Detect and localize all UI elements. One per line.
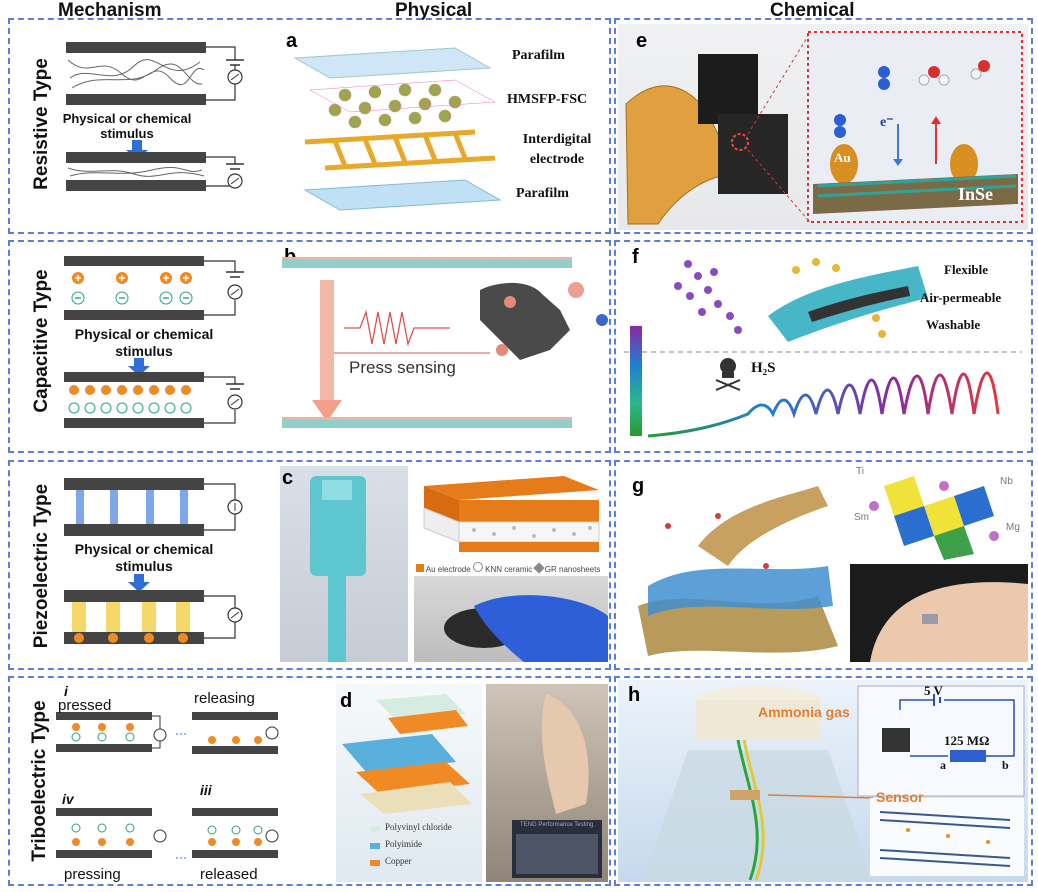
node-a-text: a bbox=[940, 758, 946, 772]
tribo-pressed-text: pressed bbox=[58, 697, 112, 714]
row-label-capacitive: Capacitive Type bbox=[31, 269, 52, 413]
piezoelectric-mechanism-diagram bbox=[64, 478, 243, 644]
element-pb-text: Pb bbox=[952, 548, 965, 559]
tribo-released-text: released bbox=[200, 866, 258, 883]
row1-left-frame bbox=[8, 18, 611, 234]
element-mg-text: Mg bbox=[1006, 522, 1020, 533]
layer-label-parafilm-top: Parafilm bbox=[512, 48, 565, 63]
sensor-text: Sensor bbox=[876, 789, 924, 805]
panel-d-label-front: d bbox=[340, 690, 353, 712]
legend-gr-nanosheets: GR nanosheets bbox=[544, 565, 601, 574]
feature-air-permeable-text: Air-permeable bbox=[920, 290, 1002, 305]
node-b-text: b bbox=[1002, 758, 1009, 772]
legend-swatch-gr bbox=[532, 562, 545, 574]
panel-e-au-text: Au bbox=[834, 150, 851, 165]
row2-left-frame bbox=[8, 240, 611, 453]
panel-h-label: h bbox=[628, 684, 641, 706]
tribo-iii-numeral: iii bbox=[200, 782, 212, 798]
panel-g-film-diagram bbox=[638, 486, 838, 656]
element-nb-text: Nb bbox=[1000, 476, 1013, 487]
legend-swatch-knn bbox=[472, 562, 483, 572]
element-ti-text: Ti bbox=[856, 466, 864, 477]
capacitive-mechanism-diagram bbox=[64, 256, 244, 428]
legend-au-electrode: Au electrode bbox=[425, 565, 471, 574]
feature-flexible-text: Flexible bbox=[944, 262, 989, 277]
row3-left-frame bbox=[8, 460, 611, 670]
legend-knn-ceramic: KNN ceramic bbox=[485, 565, 533, 574]
row-label-piezoelectric: Piezoelectric Type bbox=[31, 483, 52, 649]
panel-e-electron-text: e⁻ bbox=[880, 115, 894, 130]
panel-d-layers-diagram bbox=[342, 694, 472, 866]
legend-swatch-au bbox=[416, 564, 424, 572]
panel-a-label: a bbox=[286, 30, 298, 52]
resistor-text: 125 MΩ bbox=[944, 733, 990, 748]
tribo-pressing-text: pressing bbox=[64, 866, 121, 883]
tribo-iv-numeral: iv bbox=[62, 791, 74, 807]
layer-label-electrode: Interdigital electrode bbox=[522, 132, 592, 167]
row4-right-frame bbox=[614, 676, 1033, 886]
panel-c-device-shape bbox=[310, 476, 366, 662]
panel-f-h2s-diagram bbox=[624, 258, 1022, 438]
row1-right-frame bbox=[614, 18, 1033, 234]
panel-c-legend: Au electrode KNN ceramic GR nanosheets bbox=[416, 562, 600, 574]
ammonia-gas-text: Ammonia gas bbox=[758, 704, 850, 720]
feature-washable-text: Washable bbox=[926, 317, 981, 332]
row2-right-frame bbox=[614, 240, 1033, 453]
panel-g-label: g bbox=[632, 475, 645, 497]
panel-d-testing-photo bbox=[486, 684, 608, 882]
resistive-stimulus-text: Physical or chemical stimulus bbox=[62, 111, 192, 141]
panel-g-skin-photo bbox=[850, 564, 1028, 662]
legend-copper: Copper bbox=[385, 856, 412, 866]
teng-testing-text: TENG Performance Testing bbox=[520, 822, 594, 828]
element-sm-text: Sm bbox=[854, 512, 869, 523]
resistive-mechanism-diagram bbox=[66, 42, 244, 191]
panel-a-layers-diagram bbox=[293, 47, 502, 211]
legend-polyvinyl-chloride: Polyvinyl chloride bbox=[385, 822, 452, 832]
header-physical: Physical bbox=[395, 0, 473, 21]
panel-c-glove-photo bbox=[414, 576, 608, 662]
panel-c-label: c bbox=[282, 467, 294, 489]
panel-h-flask-diagram bbox=[643, 685, 1025, 881]
row4-left-frame bbox=[8, 676, 611, 886]
panel-g-crystal-diagram bbox=[869, 476, 999, 560]
header-mechanism: Mechanism bbox=[58, 0, 162, 21]
voltage-text: 5 V bbox=[924, 683, 943, 698]
panel-c-structure-diagram bbox=[423, 476, 600, 552]
legend-polyimide: Polyimide bbox=[385, 839, 423, 849]
triboelectric-mechanism-diagram bbox=[56, 712, 279, 859]
panel-e-sensor-diagram bbox=[625, 31, 1023, 225]
layer-label-hmsfp: HMSFP-FSC bbox=[507, 92, 588, 107]
panel-f-label: f bbox=[632, 246, 639, 268]
tribo-i-numeral: i bbox=[64, 683, 68, 699]
row-label-resistive: Resistive Type bbox=[31, 58, 52, 190]
press-sensing-text: Press sensing bbox=[349, 358, 456, 377]
header-chemical: Chemical bbox=[770, 0, 855, 21]
row-label-triboelectric: Triboelectric Type bbox=[29, 700, 50, 862]
row3-right-frame bbox=[614, 460, 1033, 670]
panel-e-material-text: InSe bbox=[958, 184, 994, 204]
panel-b-press-diagram bbox=[282, 257, 608, 428]
layer-label-parafilm-bottom: Parafilm bbox=[516, 186, 569, 201]
gas-h2s-text: H₂S bbox=[751, 360, 776, 376]
tribo-releasing-text: releasing bbox=[194, 690, 255, 707]
piezoelectric-stimulus-text: Physical or chemical stimulus bbox=[74, 541, 214, 574]
capacitive-stimulus-text: Physical or chemical stimulus bbox=[74, 326, 214, 359]
panel-e-label: e bbox=[636, 30, 648, 52]
